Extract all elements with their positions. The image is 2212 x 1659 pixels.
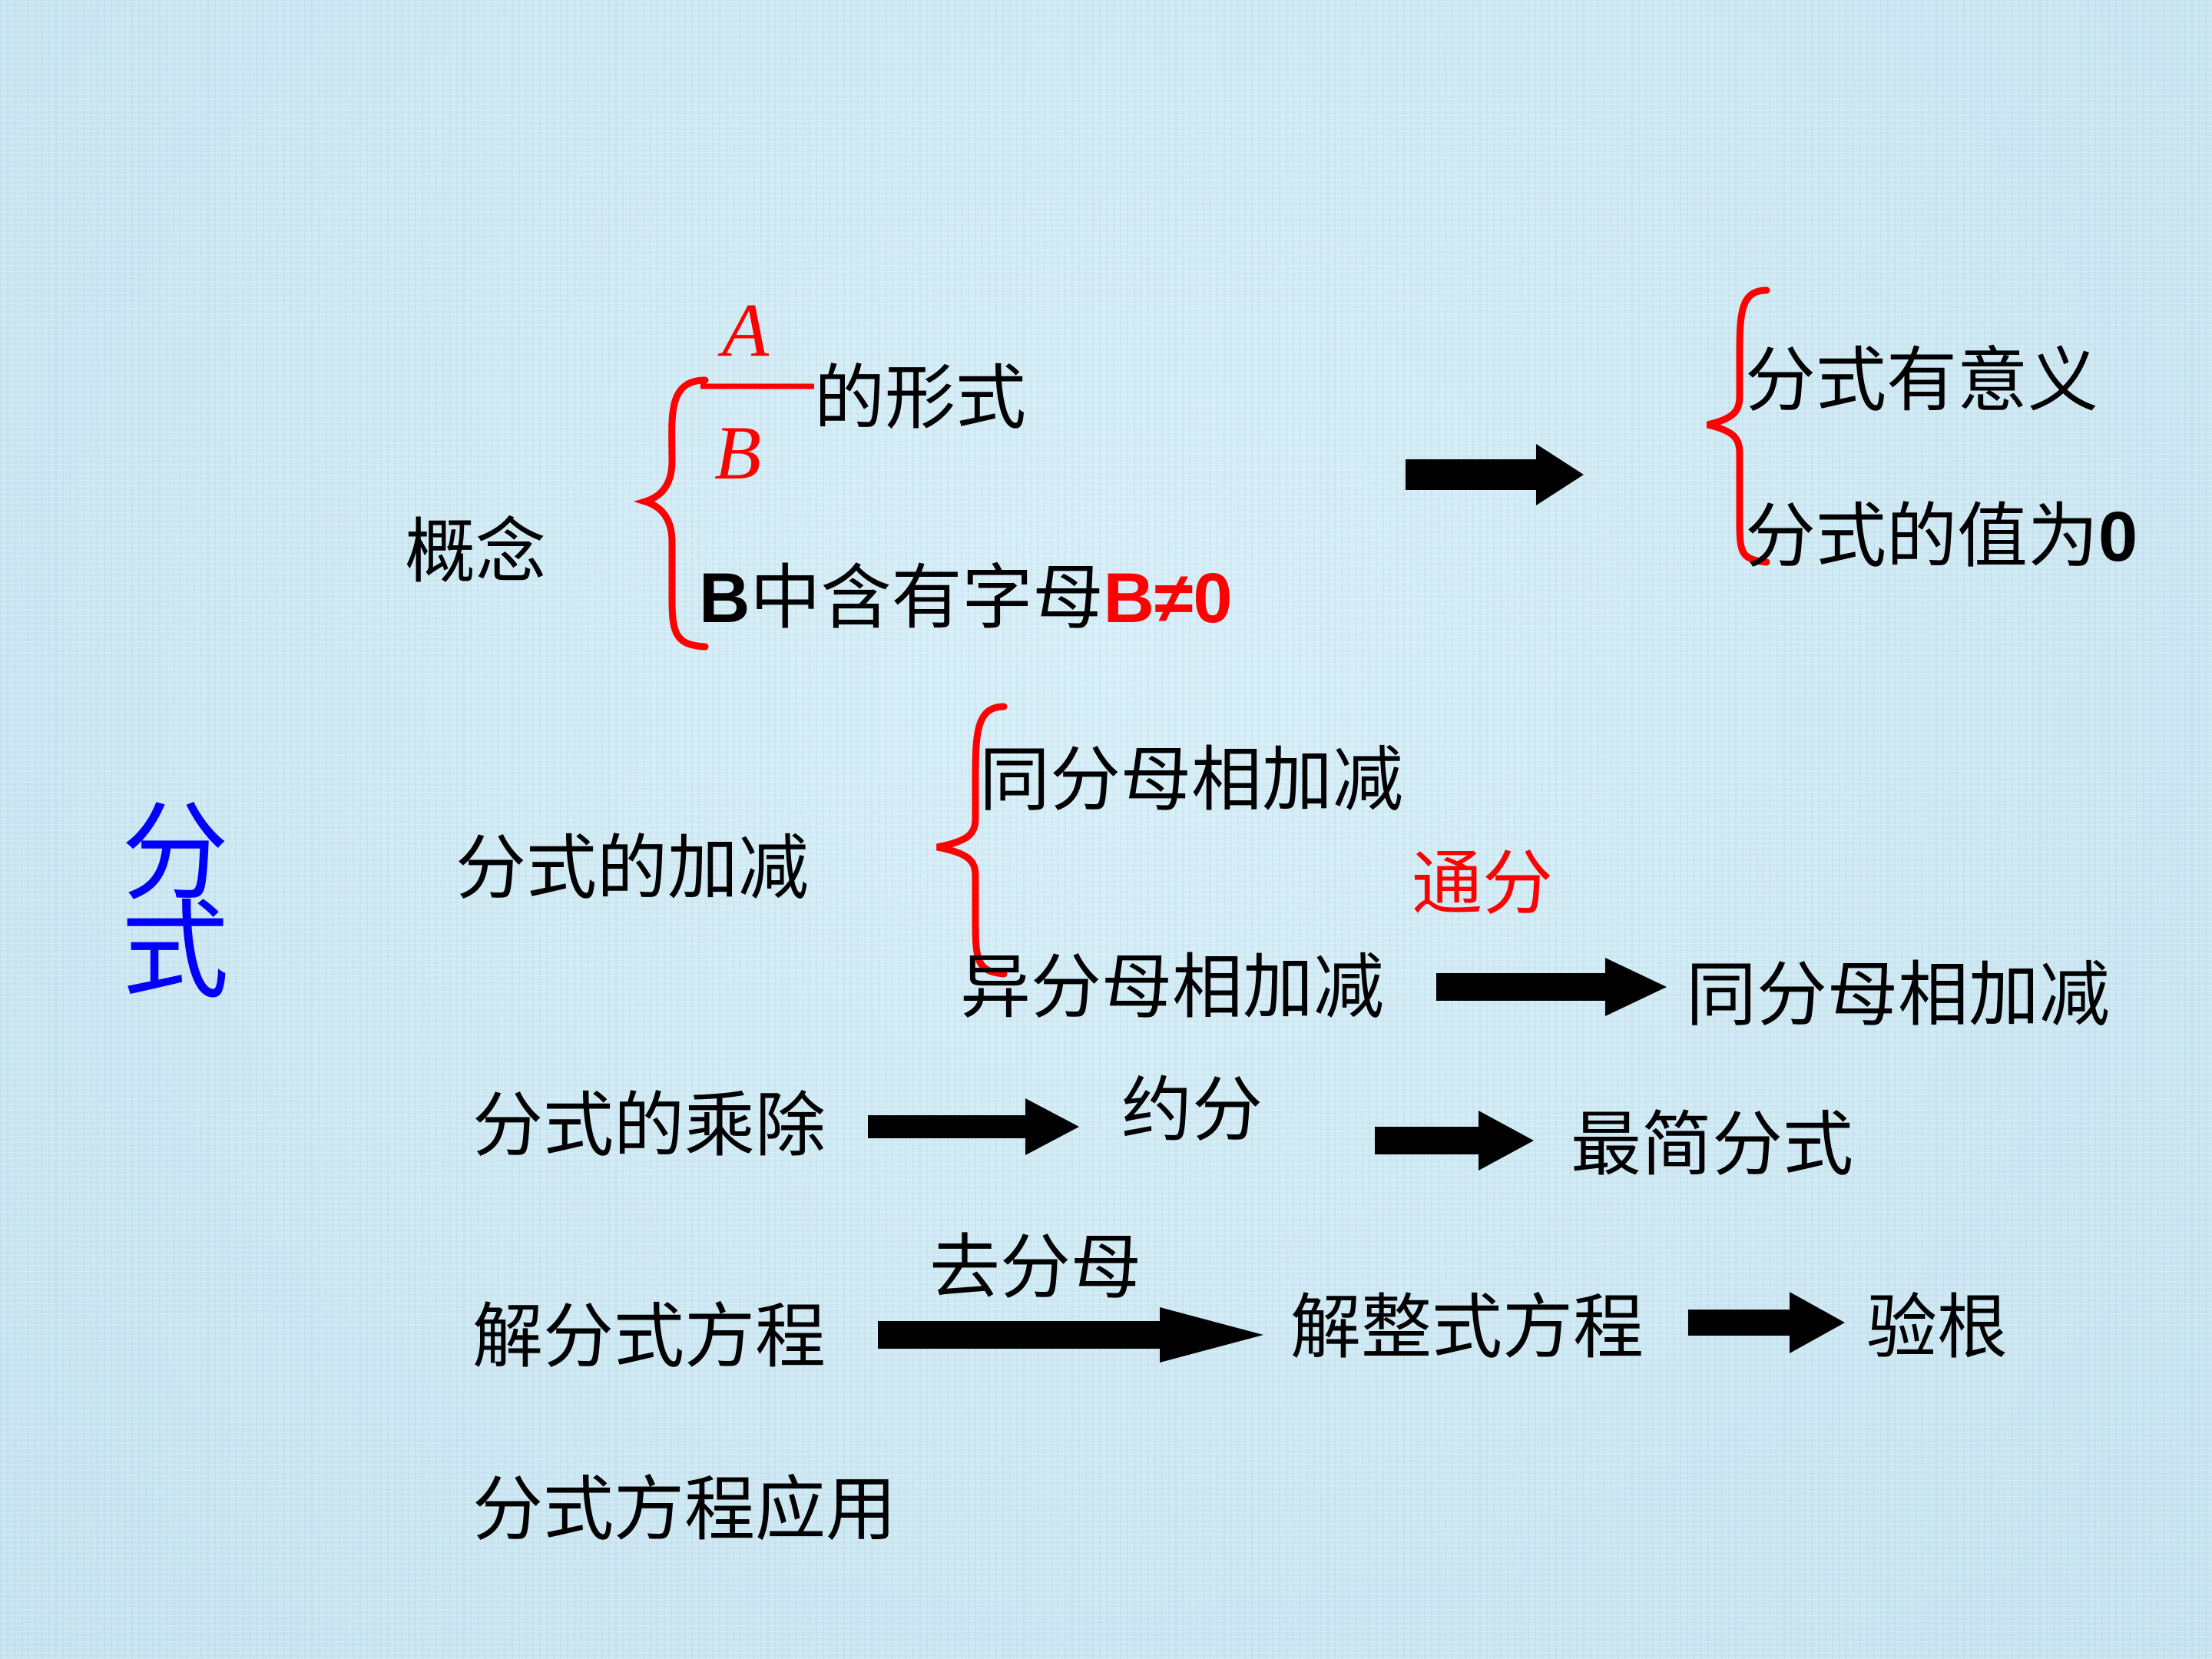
fraction-denominator: B	[714, 410, 762, 495]
clear-denominator-note: 去分母	[929, 1227, 1142, 1309]
fraction-numerator: A	[722, 287, 770, 373]
application-label: 分式方程应用	[472, 1469, 897, 1551]
simplest-fraction: 最简分式	[1571, 1104, 1854, 1186]
same-denominator-label: 同分母相加减	[979, 739, 1404, 821]
integral-equation-step: 解整式方程	[1290, 1286, 1644, 1369]
equation-label: 解分式方程	[472, 1296, 826, 1378]
check-root-step: 验根	[1866, 1286, 2008, 1369]
outcome-meaningful: 分式有意义	[1745, 339, 2099, 422]
condition-line: B中含有字母B≠0	[699, 563, 1233, 634]
arrow-reduce-to-simplest	[1375, 1111, 1534, 1171]
condition-middle: 中含有字母	[750, 557, 1104, 639]
fraction-suffix: 的形式	[814, 357, 1027, 439]
common-denominator-note: 通分	[1412, 843, 1554, 925]
reduce-step: 约分	[1121, 1069, 1263, 1151]
add-sub-result: 同分母相加减	[1686, 954, 2111, 1036]
condition-emphasis: B≠0	[1103, 559, 1233, 637]
concept-label: 概念	[405, 511, 547, 593]
brace-add-sub	[936, 703, 1008, 978]
root-title: 分式	[121, 791, 230, 1015]
add-sub-label: 分式的加减	[455, 827, 810, 909]
condition-var: B	[699, 559, 750, 637]
arrow-different-to-same	[1436, 958, 1667, 1016]
outcome-value-number: 0	[2098, 498, 2138, 576]
brace-concept	[633, 376, 709, 651]
arrow-concept-to-outcomes	[1406, 444, 1584, 505]
outcome-value-text: 分式的值为	[1745, 495, 2099, 578]
arrow-integral-to-check	[1688, 1292, 1845, 1353]
outcome-value-zero: 分式的值为0	[1745, 502, 2137, 573]
arrow-mul-div-to-reduce	[868, 1098, 1079, 1155]
arrow-equation-to-integral	[878, 1307, 1263, 1363]
different-denominator-label: 异分母相加减	[960, 946, 1385, 1028]
mul-div-label: 分式的乘除	[472, 1084, 826, 1167]
brace-outcomes	[1706, 286, 1770, 566]
